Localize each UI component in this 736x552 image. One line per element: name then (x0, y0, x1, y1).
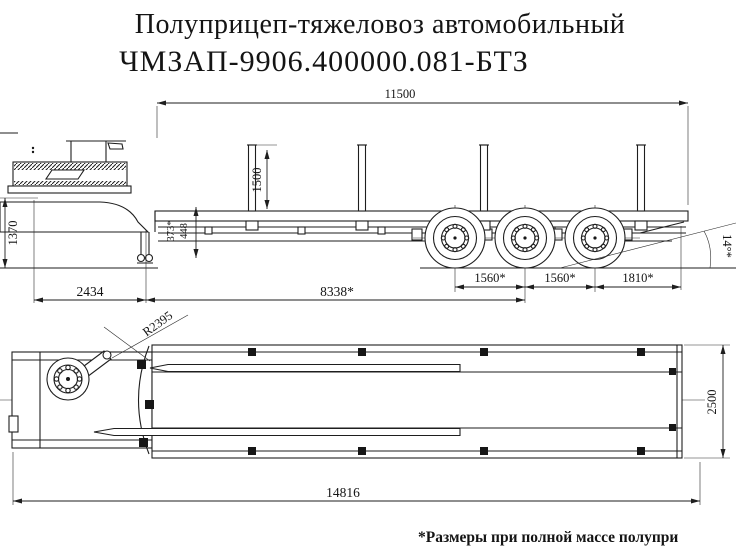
dim-upper (156, 100, 689, 205)
wheel-3 (564, 207, 626, 269)
stakes (245, 144, 648, 231)
wheel-bogie (413, 205, 640, 303)
dim-front-height-label: 1370 (6, 221, 20, 246)
dim-overall-length (12, 452, 701, 505)
dim-swing-radius-label: R2395 (140, 308, 175, 339)
dim-stake-height-label: 1500 (250, 168, 264, 193)
dim-front-height (0, 197, 38, 268)
dim-rear-section-label: 1810* (622, 271, 653, 285)
dim-front-length-label: 2434 (77, 284, 104, 299)
dim-width-label: 2500 (705, 390, 719, 415)
gooseneck-box (7, 161, 132, 194)
dim-step-a-label: 373* (166, 221, 177, 242)
dim-bogie-1-label: 1560* (474, 271, 505, 285)
dim-overall-length-label: 14816 (326, 485, 360, 500)
dim-upper-length-label: 11500 (385, 87, 416, 101)
coupling-plate (46, 350, 112, 401)
dim-departure-angle-label: 14°* (720, 234, 734, 258)
dim-stake-height (252, 144, 277, 209)
side-view: 11500 1500 1370 373* 448 2434 8338* (0, 87, 736, 303)
landing-leg (136, 232, 154, 264)
departure-angle (559, 222, 736, 269)
stored-beam-lower (93, 427, 461, 437)
gooseneck-frame (66, 140, 126, 162)
wheel-2 (494, 207, 556, 269)
detail-dot (31, 146, 35, 150)
platform-plan (93, 344, 683, 459)
footnote: *Размеры при полной массе полупри (418, 529, 678, 546)
stored-beam-upper (149, 363, 461, 373)
drawing-title-line2: ЧМЗАП-9906.400000.081-БТЗ (119, 45, 529, 78)
dim-base-length-label: 8338* (320, 284, 354, 299)
box-slot (44, 169, 86, 180)
radius-leader (111, 314, 189, 359)
wheel-1 (424, 207, 486, 269)
gooseneck-body (0, 201, 150, 233)
dim-step-b-label: 448 (179, 223, 190, 239)
radius-leader-2 (103, 326, 151, 362)
dim-bogie-2-label: 1560* (544, 271, 575, 285)
rear-taper (639, 221, 685, 234)
detail-dot (31, 150, 35, 154)
dim-width (684, 344, 730, 459)
drawing-title-line1: Полуприцеп-тяжеловоз автомобильный (135, 9, 625, 40)
top-view: R2395 2500 14816 (0, 308, 730, 505)
gooseneck-flange (7, 185, 132, 194)
